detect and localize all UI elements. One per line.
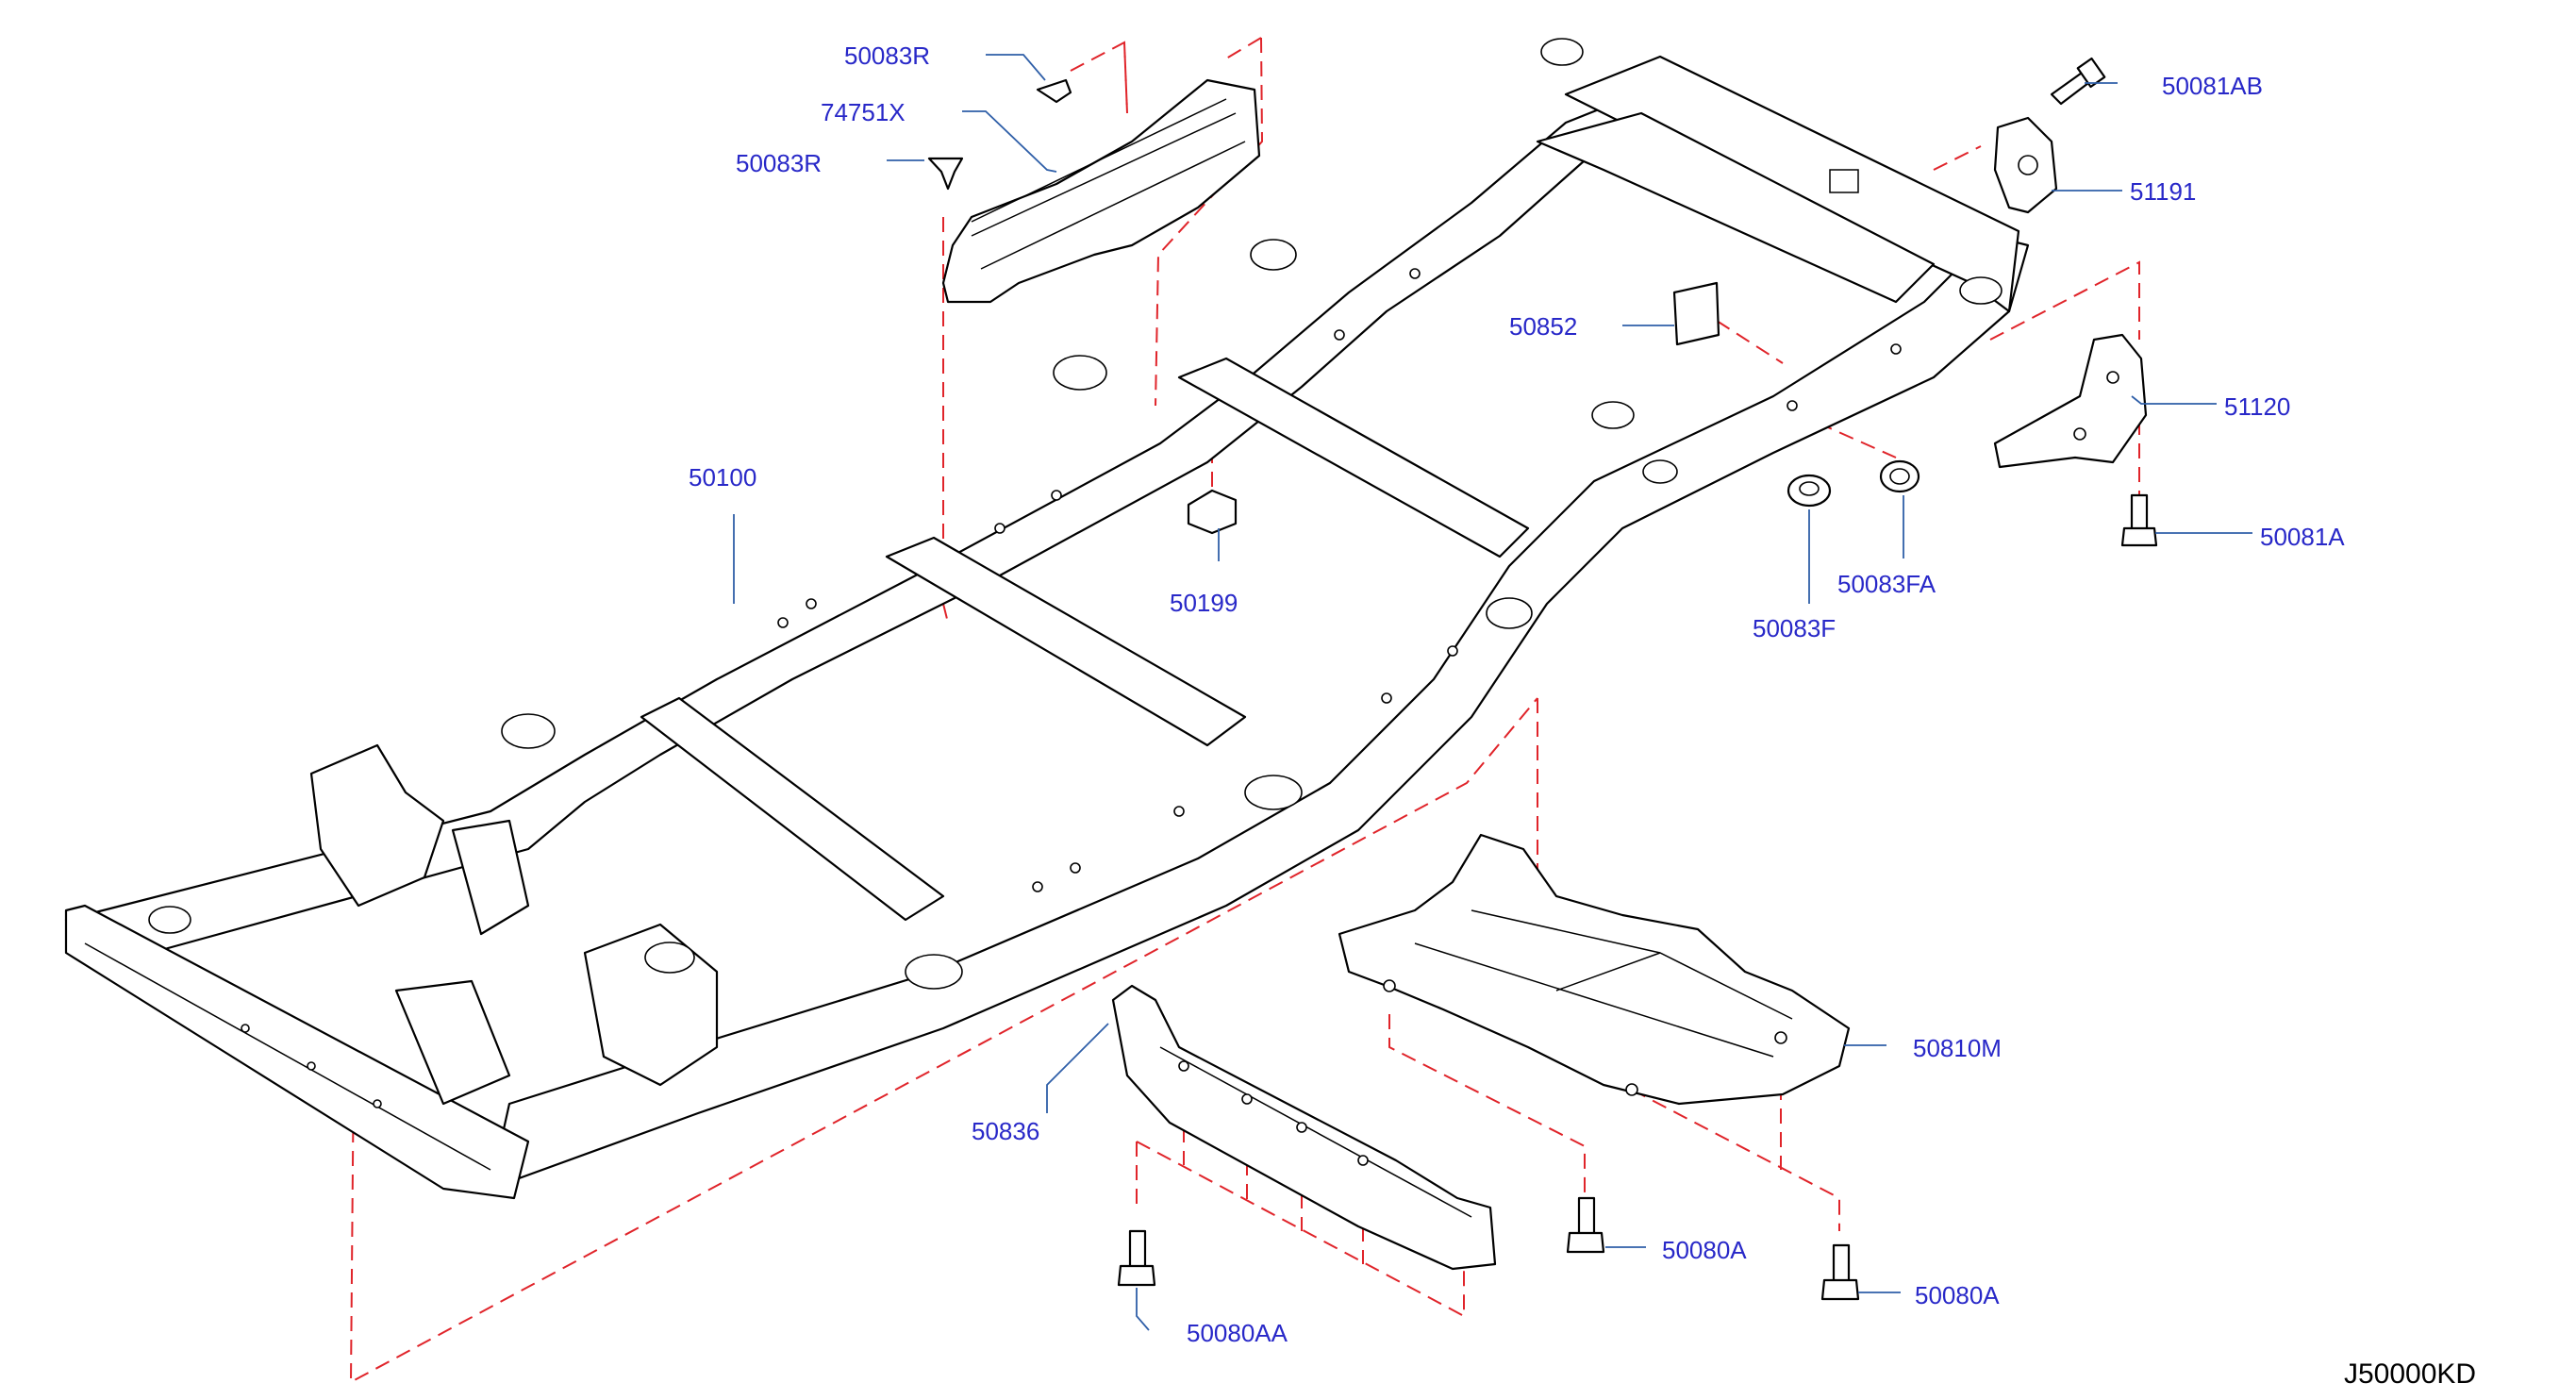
label-50080a-left: 50080A (1662, 1236, 1747, 1264)
part-labels: 50083R 74751X 50083R 50081AB 51191 50852… (689, 42, 2345, 1347)
bolt-50080aa-shape (1117, 1229, 1156, 1287)
bolt-50081ab-shape (2050, 57, 2106, 106)
grommets (1787, 459, 1920, 508)
pad-50199-shape (1187, 489, 1238, 535)
label-50083r-mid: 50083R (736, 149, 822, 177)
label-51191: 51191 (2130, 177, 2196, 206)
bolt-50080a-left-shape (1566, 1196, 1605, 1254)
bracket-51120-shape (1993, 333, 2148, 469)
label-51120: 51120 (2224, 392, 2290, 421)
label-50199: 50199 (1170, 589, 1238, 617)
ladder-frame (64, 38, 2030, 1200)
label-50081a: 50081A (2260, 523, 2345, 551)
label-50080aa: 50080AA (1187, 1319, 1288, 1347)
label-50080a-right: 50080A (1915, 1281, 2000, 1309)
patch-50852-shape (1672, 281, 1720, 346)
clip-50083r-top-shape (1036, 78, 1072, 104)
bracket-51191-shape (1993, 116, 2058, 214)
label-50081ab: 50081AB (2162, 72, 2263, 100)
label-50083fa: 50083FA (1837, 570, 1936, 598)
clip-50083r-mid-shape (927, 157, 964, 191)
skid-plate-50836 (1111, 984, 1497, 1271)
label-50083f: 50083F (1753, 614, 1836, 642)
bolt-50080a-right-shape (1820, 1243, 1860, 1301)
label-50100: 50100 (689, 463, 756, 492)
under-cover-50810m (1338, 833, 1851, 1106)
diagram-code: J50000KD (2344, 1358, 2476, 1390)
label-50852: 50852 (1509, 312, 1577, 341)
leader-lines (733, 54, 2252, 1331)
label-50083r-top: 50083R (844, 42, 930, 70)
heat-shield-74751x (941, 78, 1261, 304)
label-50810m: 50810M (1913, 1034, 2002, 1062)
bolt-50081a-shape (2120, 493, 2158, 547)
label-74751x: 74751X (821, 98, 906, 126)
label-50836: 50836 (972, 1117, 1039, 1145)
